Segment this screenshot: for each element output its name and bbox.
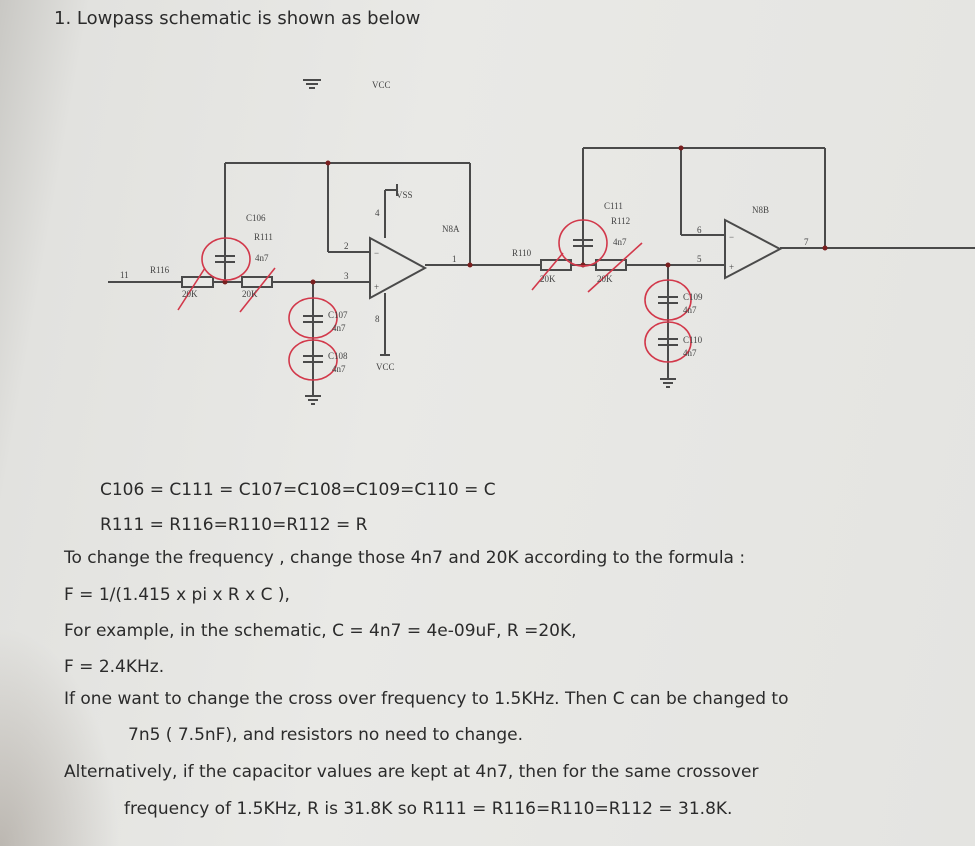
- c110-value: 4n7: [683, 348, 697, 358]
- opamp-n8b: [724, 218, 783, 280]
- r111-label: R111: [254, 232, 273, 242]
- example-line: For example, in the schematic, C = 4n7 =…: [64, 621, 577, 641]
- plus-sign: +: [374, 282, 379, 292]
- ground-symbol-1: [305, 395, 321, 405]
- c108-value: 4n7: [332, 364, 346, 374]
- pin-1: 1: [452, 254, 457, 264]
- vcc-label-top: VCC: [372, 80, 391, 90]
- c106-label: C106: [246, 213, 266, 223]
- section-title: 1. Lowpass schematic is shown as below: [54, 8, 421, 29]
- crossover-change-cont: 7n5 ( 7.5nF), and resistors no need to c…: [128, 725, 523, 745]
- pin-input: 11: [120, 270, 129, 280]
- c111-label: C111: [604, 201, 623, 211]
- minus-sign-2: −: [729, 232, 734, 242]
- red-annotations-stage1: [177, 237, 338, 381]
- alternative-line: Alternatively, if the capacitor values a…: [64, 762, 759, 782]
- opamp-n8a-label: N8A: [442, 224, 460, 234]
- resistor-equality: R111 = R116=R110=R112 = R: [100, 515, 368, 535]
- c107-label: C107: [328, 310, 348, 320]
- r116-label: R116: [150, 265, 170, 275]
- resistor-r112: [595, 259, 627, 271]
- alternative-cont: frequency of 1.5KHz, R is 31.8K so R111 …: [124, 799, 733, 819]
- capacitor-c106: [215, 255, 235, 263]
- c108-label: C108: [328, 351, 348, 361]
- stage1-wires: [108, 162, 560, 395]
- r112-label: R112: [611, 216, 630, 226]
- r116-value: 20K: [182, 289, 198, 299]
- capacitor-c111: [573, 239, 593, 247]
- opamp-n8a: [369, 236, 428, 300]
- frequency-result: F = 2.4KHz.: [64, 657, 165, 677]
- photo-shadow: [0, 626, 120, 846]
- capacitor-c107: [303, 315, 323, 323]
- ground-symbol-top: [303, 79, 321, 89]
- pin-8: 8: [375, 314, 380, 324]
- red-annotations-stage2: [531, 219, 692, 363]
- r112-value: 20K: [597, 274, 613, 284]
- pin-7: 7: [804, 237, 809, 247]
- c107-value: 4n7: [332, 323, 346, 333]
- capacitor-equality: C106 = C111 = C107=C108=C109=C110 = C: [100, 480, 496, 500]
- instruction-line: To change the frequency , change those 4…: [64, 548, 746, 568]
- resistor-r116: [181, 276, 214, 288]
- resistor-r111: [241, 276, 273, 288]
- r110-label: R110: [512, 248, 532, 258]
- lowpass-schematic: VCC − + VSS VCC N8A C106 R111 4n7 R116 2: [108, 79, 975, 405]
- capacitor-c108: [303, 355, 323, 363]
- c109-value: 4n7: [683, 305, 697, 315]
- vss-label: VSS: [396, 190, 413, 200]
- vcc-label-bottom: VCC: [376, 362, 395, 372]
- pin-4: 4: [375, 208, 380, 218]
- pin-5: 5: [697, 254, 702, 264]
- resistor-r110: [540, 259, 572, 271]
- pin-2: 2: [344, 241, 349, 251]
- r111-value: 20K: [242, 289, 258, 299]
- capacitor-c109: [658, 296, 678, 304]
- c110-label: C110: [683, 335, 703, 345]
- minus-sign: −: [374, 248, 379, 258]
- capacitor-c110: [658, 338, 678, 346]
- c111-value: 4n7: [613, 237, 627, 247]
- opamp-n8b-label: N8B: [752, 205, 769, 215]
- c106-value: 4n7: [255, 253, 269, 263]
- c109-label: C109: [683, 292, 703, 302]
- ground-symbol-2: [660, 378, 676, 388]
- crossover-change-line: If one want to change the cross over fre…: [64, 689, 789, 709]
- plus-sign-2: +: [729, 262, 734, 272]
- pin-6: 6: [697, 225, 702, 235]
- formula-line: F = 1/(1.415 x pi x R x C ),: [64, 585, 290, 605]
- r110-value: 20K: [540, 274, 556, 284]
- pin-3: 3: [344, 271, 349, 281]
